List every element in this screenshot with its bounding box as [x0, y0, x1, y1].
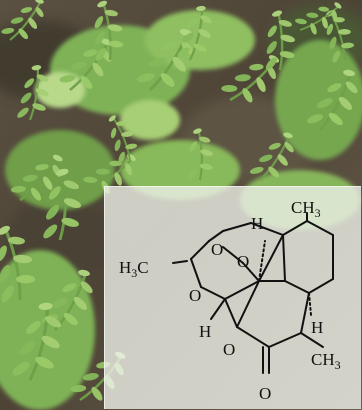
- artemisinin-structure: CH3 H O O H3C O H H O CH3 O: [119, 198, 341, 403]
- h-right-label: H: [311, 318, 323, 337]
- ch3-right-label: CH3: [311, 350, 341, 372]
- ch3-top-label: CH3: [291, 198, 321, 220]
- o-ether-label: O: [189, 286, 201, 305]
- o-carbonyl-label: O: [259, 384, 271, 403]
- o-ring-right-label: O: [237, 252, 249, 271]
- h-bottom-left-label: H: [199, 322, 211, 341]
- structure-panel: CH3 H O O H3C O H H O CH3 O: [104, 186, 361, 409]
- o-ring-left-label: O: [211, 240, 223, 259]
- h3c-label: H3C: [119, 258, 149, 280]
- h-top-label: H: [251, 214, 263, 233]
- o-lactone-label: O: [223, 340, 235, 359]
